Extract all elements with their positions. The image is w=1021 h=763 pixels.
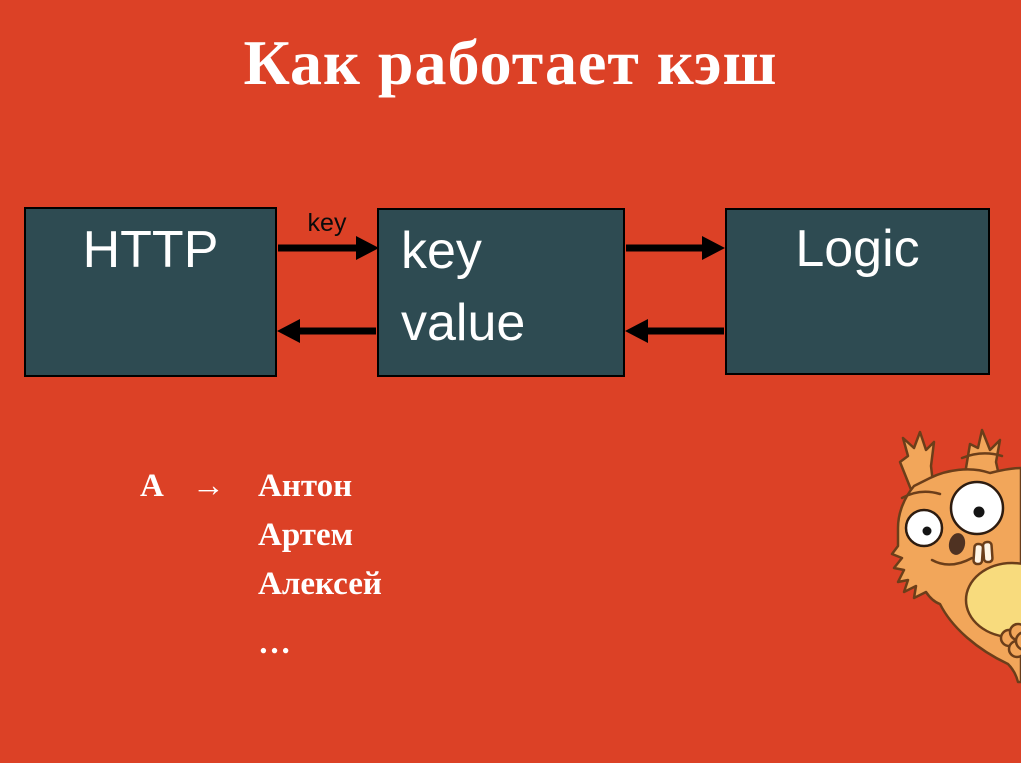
squirrel-mascot-icon [890,428,1021,686]
maps-to-arrow: → [192,468,225,504]
box-http-label: HTTP [82,221,219,279]
arrow-http-to-cache [278,236,379,260]
box-key-value-line1: key [401,222,482,280]
list-item: Алексей [140,566,382,615]
box-logic-label: Logic [795,220,920,278]
arrow-key-label: key [307,209,347,237]
example-value: Артем [258,517,354,553]
example-value: Антон [258,468,353,504]
arrow-logic-to-cache [625,319,724,343]
example-value-ellipsis: … [258,625,291,661]
list-item: А → Антон [140,468,382,517]
diagram-box-http: HTTP [24,207,277,377]
example-key: А [140,468,164,504]
diagram-box-logic: Logic [725,208,990,375]
example-value: Алексей [258,566,382,602]
list-item: … [140,625,382,674]
slide-title: Как работает кэш [243,27,778,98]
list-item: Артем [140,517,382,566]
diagram-box-key-value: key value [377,208,625,377]
arrow-cache-to-logic [626,236,725,260]
box-key-value-line2: value [401,293,526,352]
arrow-cache-to-http [277,319,376,343]
key-values-example: А → Антон Артем Алексей … [140,468,382,674]
